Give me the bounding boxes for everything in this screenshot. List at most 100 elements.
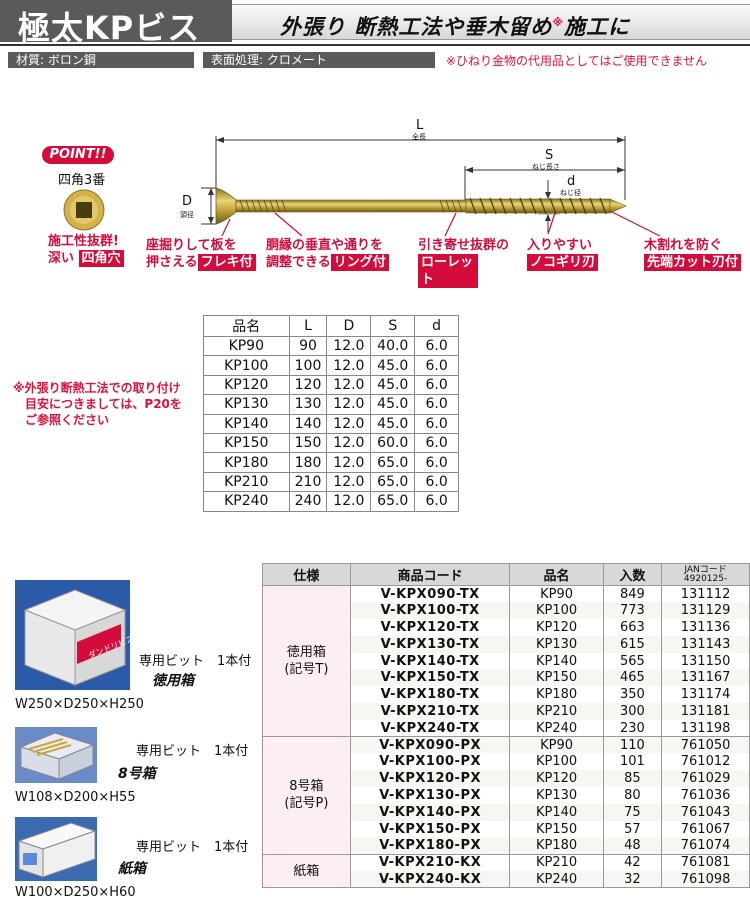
product-name-cell: KP130 <box>509 787 604 804</box>
size-table-cell: KP130 <box>203 394 290 415</box>
product-code-cell: V-KPX150-PX <box>349 820 511 838</box>
spec-line1: 8号箱 <box>289 779 324 795</box>
product-jan-cell: 131112 <box>661 585 750 603</box>
callout-flexi-line1: 座掘りして板を <box>146 238 237 253</box>
product-jan-cell: 761029 <box>661 770 750 788</box>
product-code-cell: V-KPX090-PX <box>349 736 511 754</box>
product-jan-cell: 131198 <box>661 719 750 738</box>
product-name-cell: KP100 <box>509 602 604 620</box>
size-table-cell: KP120 <box>203 374 290 396</box>
product-jan-cell: 761050 <box>661 736 750 754</box>
product-name-cell: KP150 <box>509 820 604 838</box>
product-name-cell: KP140 <box>509 803 604 821</box>
product-name-cell: KP240 <box>509 871 604 889</box>
size-table-cell: KP140 <box>203 413 290 434</box>
bulk-box-bit-note: 専用ビット 1本付 <box>139 654 252 669</box>
paper-box-dims: W100×D250×H60 <box>15 885 136 900</box>
callout-flexi: 座掘りして板を 押さえるフレキ付 <box>146 237 256 271</box>
size-table-cell: 60.0 <box>370 432 416 454</box>
product-jan-cell: 761067 <box>661 820 750 838</box>
size-col-L: L <box>288 315 328 337</box>
product-name-cell: KP120 <box>509 770 604 788</box>
jan-header: JANコード <box>684 564 727 575</box>
product-spec-cell: 徳用箱(記号T) <box>262 585 351 738</box>
subtitle-text: 外張り 断熱工法や垂木留め <box>280 15 553 39</box>
size-table-cell: 12.0 <box>326 335 372 357</box>
product-name-cell: KP150 <box>509 669 604 687</box>
product-name-cell: KP120 <box>509 619 604 636</box>
product-qty-cell: 32 <box>602 871 663 889</box>
page-subtitle: 外張り 断熱工法や垂木留め※施工に <box>280 11 630 41</box>
size-table-cell: 12.0 <box>326 452 372 473</box>
screw-diagram <box>63 136 661 237</box>
callout-ring-line2: 調整できる <box>266 255 331 270</box>
dim-S-sub: ねじ長さ <box>532 163 560 171</box>
paper-box-image <box>15 817 97 881</box>
product-code-cell: V-KPX130-TX <box>349 635 511 653</box>
product-code-cell: V-KPX130-PX <box>349 787 511 804</box>
ring-tag: リング付 <box>330 254 389 271</box>
product-name-cell: KP100 <box>509 753 604 771</box>
size-table-cell: 120 <box>288 374 328 396</box>
product-jan-cell: 761074 <box>661 837 750 855</box>
product-code-cell: V-KPX210-TX <box>349 703 511 720</box>
page-title: 極太KPビス <box>18 9 201 47</box>
size-table-cell: 100 <box>288 355 328 376</box>
square-hole-tag: 四角穴 <box>78 250 124 267</box>
size-table-cell: 12.0 <box>326 355 372 376</box>
product-code-cell: V-KPX140-TX <box>349 652 511 670</box>
title-bar: 極太KPビス <box>0 0 232 47</box>
prod-col-qty: 入数 <box>602 563 663 586</box>
dim-d-label: d <box>567 174 576 189</box>
size-table-cell: 45.0 <box>370 413 416 434</box>
spec-line2: (記号P) <box>284 796 329 812</box>
size-table-cell: 6.0 <box>414 452 459 473</box>
size-table-cell: 6.0 <box>414 394 459 415</box>
product-code-cell: V-KPX100-TX <box>349 602 511 620</box>
size-table-cell: 12.0 <box>326 374 372 396</box>
size-table-cell: 6.0 <box>414 335 459 357</box>
product-spec-cell: 8号箱(記号P) <box>262 736 351 855</box>
product-spec-cell: 紙箱 <box>262 854 351 889</box>
product-qty-cell: 300 <box>602 703 663 720</box>
surface-spec: 表面処理: クロメート <box>203 52 435 68</box>
product-jan-cell: 131150 <box>661 652 750 670</box>
dim-D-label: D <box>182 194 193 209</box>
size-table-cell: 6.0 <box>414 432 459 454</box>
size-table-cell: 6.0 <box>414 471 459 493</box>
size-table-cell: KP150 <box>203 432 290 454</box>
size-table-cell: 45.0 <box>370 355 416 376</box>
size-table-cell: 65.0 <box>370 452 416 473</box>
product-qty-cell: 101 <box>602 753 663 771</box>
dim-L-sub: 全長 <box>412 133 426 141</box>
size-col-name: 品名 <box>203 315 290 337</box>
size-table-cell: 65.0 <box>370 491 416 512</box>
product-qty-cell: 350 <box>602 686 663 704</box>
product-name-cell: KP240 <box>509 719 604 738</box>
callout-ring-line1: 胴縁の垂直や通りを <box>266 238 384 253</box>
dim-S-label: S <box>545 148 554 163</box>
product-jan-cell: 131174 <box>661 686 750 704</box>
size-table-cell: KP210 <box>203 471 290 493</box>
bulk-box-image: ダンドリビス <box>15 580 130 690</box>
product-qty-cell: 615 <box>602 635 663 653</box>
cut-tip-tag: 先端カット刃付 <box>644 254 742 271</box>
dim-d-sub: ねじ径 <box>560 189 581 197</box>
size-table-cell: 140 <box>288 413 328 434</box>
product-name-cell: KP140 <box>509 652 604 670</box>
product-code-cell: V-KPX100-PX <box>349 753 511 771</box>
product-jan-cell: 131143 <box>661 635 750 653</box>
product-jan-cell: 761043 <box>661 803 750 821</box>
